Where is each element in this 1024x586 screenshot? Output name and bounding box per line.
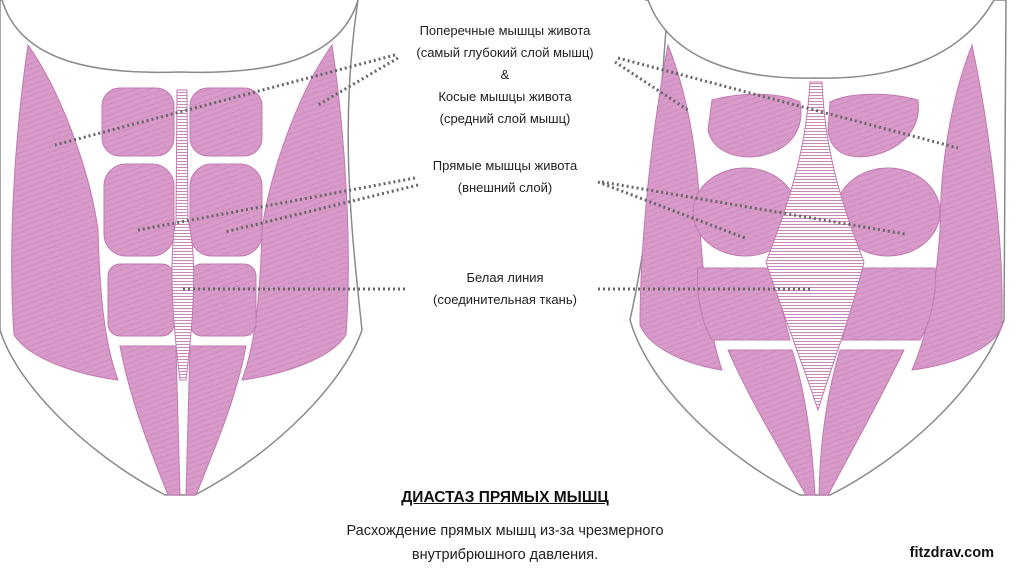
rectus-lower bbox=[727, 349, 816, 496]
label-linea-line1: Белая линия bbox=[466, 270, 544, 285]
brand-watermark: fitzdrav.com bbox=[909, 545, 994, 561]
label-rectus: Прямые мышцы живота (внешний слой) bbox=[380, 155, 630, 199]
caption-text: Расхождение прямых мышц из-за чрезмерног… bbox=[280, 519, 730, 567]
label-transverse-line2: (самый глубокий слой мышц) bbox=[416, 45, 594, 60]
rectus-lower bbox=[185, 345, 247, 496]
label-oblique-line2: (средний слой мышц) bbox=[439, 111, 571, 126]
leader-rectus-right-a bbox=[597, 180, 746, 240]
leader-rectus-left-a bbox=[137, 176, 416, 232]
torso-diastasis bbox=[629, 0, 1007, 496]
label-transverse: Поперечные мышцы живота (самый глубокий … bbox=[370, 20, 640, 130]
caption-title: ДИАСТАЗ ПРЯМЫХ МЫШЦ bbox=[401, 489, 609, 506]
leader-lines bbox=[54, 53, 959, 291]
label-transverse-line1: Поперечные мышцы живота bbox=[419, 23, 591, 38]
leader-transverse-left-normal bbox=[54, 53, 396, 147]
oblique-right-normal bbox=[241, 43, 349, 381]
leader-rectus-right-b bbox=[601, 180, 906, 236]
rectus-lower bbox=[818, 349, 905, 496]
label-ampersand: & bbox=[500, 67, 510, 82]
oblique-left-normal bbox=[11, 43, 119, 381]
leader-transverse-right-diastasis bbox=[617, 56, 959, 150]
label-linea-alba: Белая линия (соединительная ткань) bbox=[380, 267, 630, 311]
label-rectus-line1: Прямые мышцы живота bbox=[432, 158, 578, 173]
rectus-lower bbox=[119, 345, 181, 496]
leader-rectus-left-b bbox=[224, 183, 419, 234]
label-rectus-line2: (внешний слой) bbox=[457, 180, 553, 195]
leader-transverse-right-normal bbox=[317, 56, 399, 107]
caption-text-line1: Расхождение прямых мышц из-за чрезмерног… bbox=[346, 523, 664, 539]
rectus-segment bbox=[189, 263, 257, 337]
label-oblique-line1: Косые мышцы живота bbox=[438, 89, 572, 104]
linea-alba-diastasis bbox=[765, 81, 865, 412]
linea-alba-normal bbox=[171, 89, 195, 381]
rectus-segment bbox=[189, 87, 263, 157]
torso-normal bbox=[0, 0, 363, 496]
chest-normal bbox=[1, 0, 359, 74]
rectus-segment bbox=[103, 163, 175, 257]
label-linea-line2: (соединительная ткань) bbox=[433, 292, 577, 307]
chest-diastasis bbox=[647, 0, 995, 79]
rectus-segment bbox=[189, 163, 263, 257]
caption-text-line2: внутрибрюшного давления. bbox=[411, 547, 599, 563]
rectus-segment bbox=[107, 263, 175, 337]
